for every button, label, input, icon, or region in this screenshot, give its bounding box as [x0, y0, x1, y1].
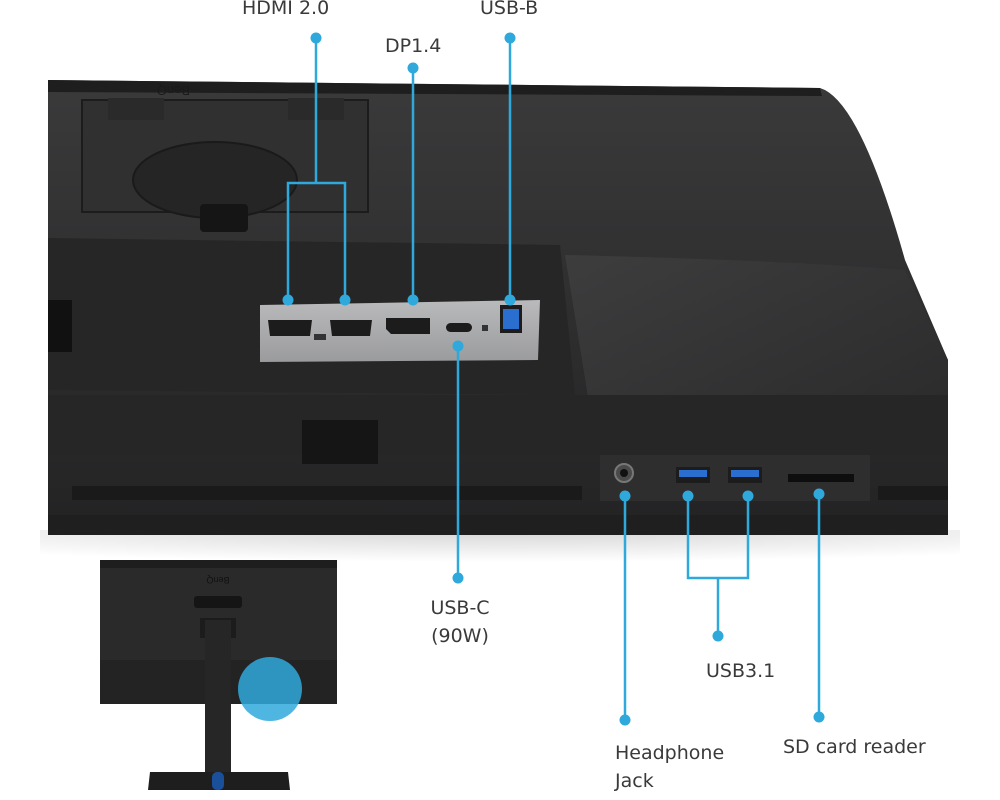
hdmi-label: HDMI 2.0: [242, 0, 330, 19]
dp-label: DP1.4: [385, 35, 442, 57]
usb-c-label-line2: (90W): [431, 625, 489, 647]
port-panel: [260, 300, 540, 362]
brand-logo-inset: BenQ: [206, 575, 229, 585]
headphone-label: Headphone Jack: [615, 739, 724, 795]
usb-c-label-line1: USB-C: [430, 597, 490, 619]
brand-logo-top: BenQ: [157, 83, 190, 98]
callouts: [286, 38, 821, 720]
usb-b-label: USB-B: [480, 0, 539, 19]
hdmi-port-2: [330, 320, 372, 336]
callout-dots: [282, 32, 825, 726]
monitor-inset: BenQ: [100, 560, 337, 790]
headphone-label-line1: Headphone: [615, 742, 725, 764]
hdmi-port-1: [268, 320, 312, 336]
side-ports: [614, 463, 854, 483]
usb31-label: USB3.1: [706, 660, 776, 682]
highlight-circle: [238, 657, 302, 721]
hdmi-branch-line: [286, 181, 347, 300]
usb-c-label: USB-C (90W): [420, 594, 500, 650]
sd-label: SD card reader: [783, 736, 926, 758]
headphone-label-line2: Jack: [615, 770, 654, 792]
sd-card-slot: [788, 474, 854, 482]
displayport-port: [386, 318, 430, 334]
usb-c-port: [446, 323, 472, 332]
